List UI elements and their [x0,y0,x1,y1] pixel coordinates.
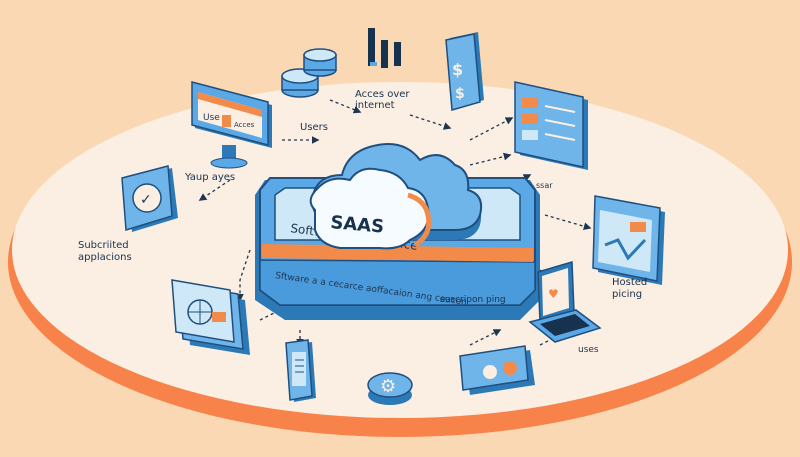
saas-title: SAAS [330,212,385,238]
label-users: Users [300,122,328,133]
label-hosted: Hosted picing [612,277,650,300]
diagram-labels: Acces over internet Users ssar Yaup ayes… [78,89,650,355]
dollar-symbol: $ [452,60,463,79]
arrow-chart [544,214,592,231]
monitor-acces-text: Acces [234,121,255,129]
label-ssar: ssar [536,181,553,190]
laptop-icon: ♥ [528,261,602,343]
storage-stack-icon [281,48,337,98]
label-access: Acces over internet [355,89,413,111]
phone-icon [285,339,316,402]
monitor-icon: Use Acces [191,81,272,169]
arrow-panel [469,117,514,141]
chart-panel-icon [592,195,665,285]
label-access-line1: Acces over [355,89,410,100]
label-subcriited: Subcriited applacions [78,240,132,263]
label-subcriited-line1: Subcriited [78,240,129,251]
label-access-line2: internet [355,100,395,111]
check-clock-icon: ✓ [121,165,178,232]
arrow-panel-2 [469,152,512,166]
bars-icon [368,28,401,68]
label-hosted-line2: picing [612,289,642,300]
monitor-shield-icon [222,115,231,127]
gear-symbol: ⚙ [380,376,396,397]
cards-icon [171,279,250,355]
dollar-card-icon: $ $ [445,32,484,111]
label-hosted-line1: Hosted [612,277,647,288]
label-subcriited-line2: applacions [78,252,132,263]
list-panel-icon [514,81,588,170]
arrow-cards [236,249,251,302]
heart-symbol: ♥ [548,287,559,301]
arrow-storage [329,99,362,114]
arrow-access [409,114,452,130]
label-uses: uses [578,345,599,355]
gear-icon: ⚙ [367,372,413,405]
label-suscripon: suscripon ping [440,295,506,305]
arrow-clock [198,179,231,201]
dollar-symbol-2: $ [455,86,465,102]
media-card-icon [459,345,535,395]
saas-cloud: SAAS [309,143,483,250]
label-yaup: Yaup ayes [184,172,235,183]
monitor-use-text: Use [203,113,220,123]
check-symbol: ✓ [140,192,152,208]
